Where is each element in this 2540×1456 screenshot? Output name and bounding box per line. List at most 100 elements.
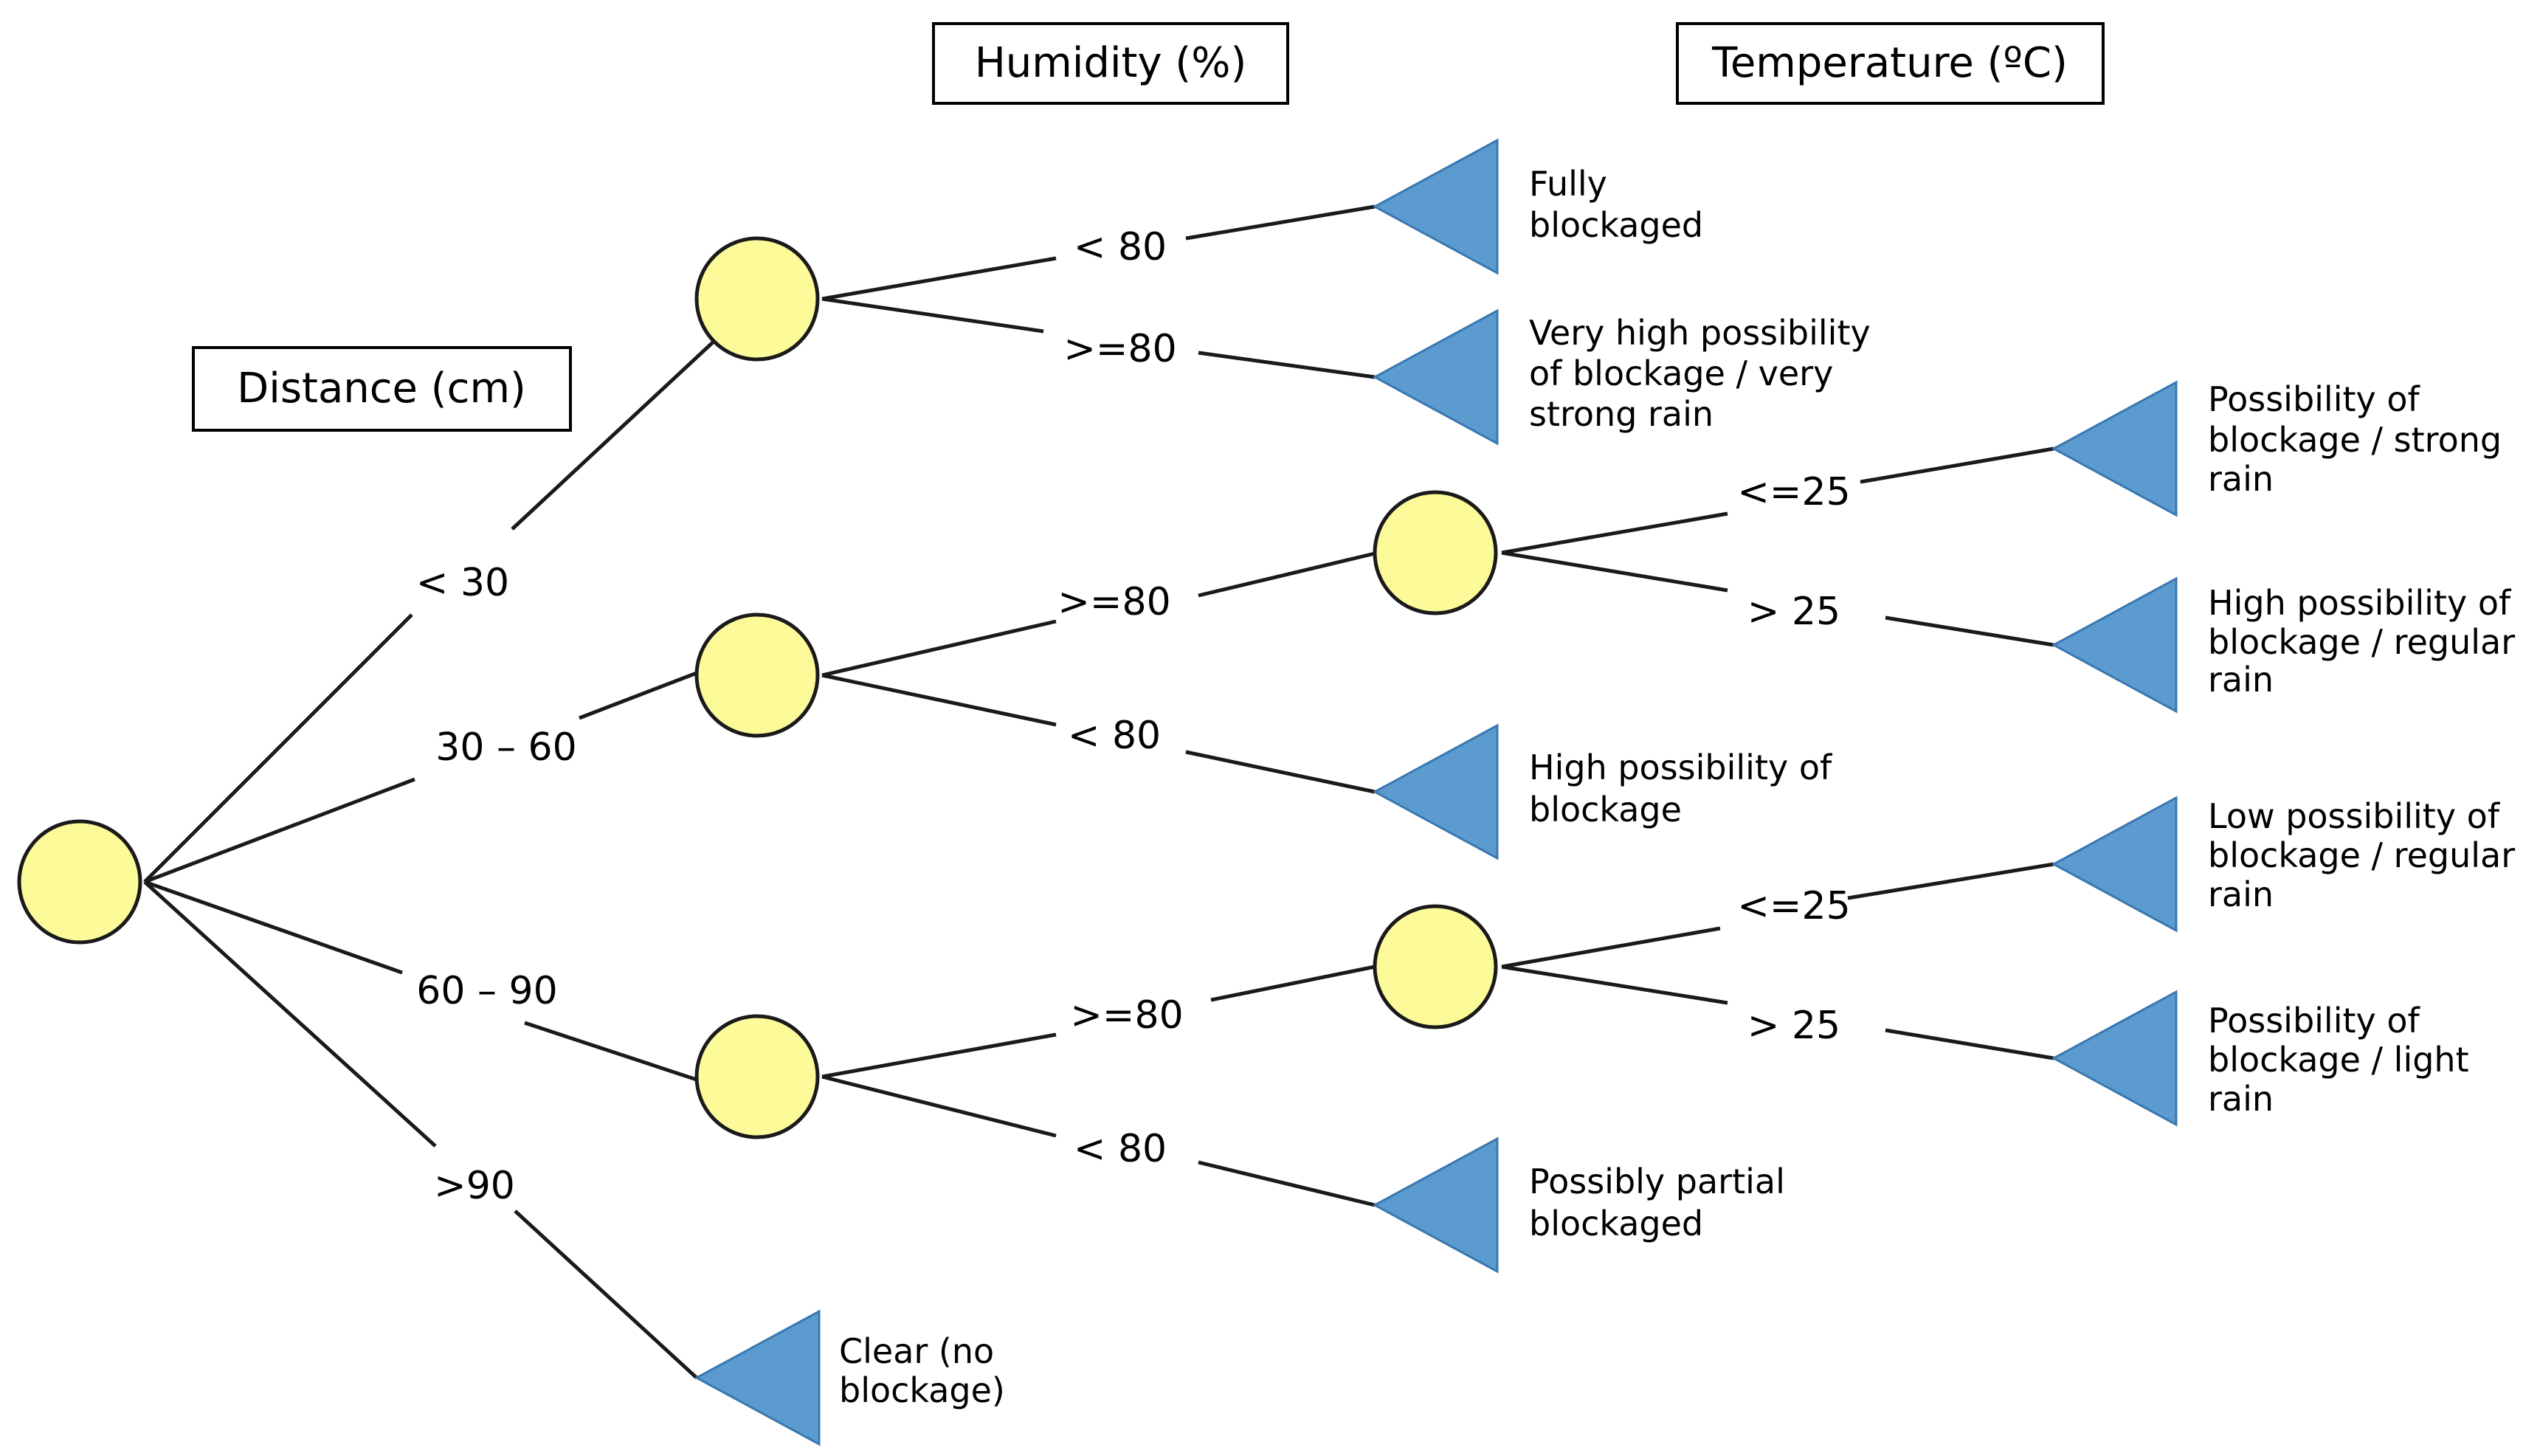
leaf-label-line: rain — [2208, 459, 2274, 499]
header-temperature-label: Temperature (ºC) — [1711, 39, 2068, 87]
leaf-label-line: Clear (no — [839, 1331, 994, 1371]
edge-h3-lt80-a — [821, 1074, 1057, 1138]
leaf-label-line: Low possibility of — [2208, 796, 2501, 836]
edge-h1-lt80-b — [1185, 204, 1376, 241]
edge-t1-gt25-a — [1501, 551, 1728, 593]
edge-label-t2-gt25: > 25 — [1747, 1004, 1840, 1048]
leaf-triangle-clear — [694, 1309, 821, 1446]
leaf-label-line: strong rain — [1529, 394, 1714, 434]
header-distance: Distance (cm) — [192, 346, 572, 432]
humidity-node-1 — [694, 236, 820, 362]
edge-label-dist-30-60: 30 – 60 — [435, 725, 576, 770]
header-temperature: Temperature (ºC) — [1676, 22, 2105, 105]
edge-h3-lt80-b — [1198, 1160, 1376, 1207]
edge-t2-gt25-b — [1885, 1028, 2054, 1060]
leaf-label-line: rain — [2208, 874, 2274, 914]
edge-h2-ge80-a — [821, 619, 1057, 677]
leaf-label-line: blockage / strong — [2208, 420, 2502, 460]
edge-t2-gt25-a — [1501, 965, 1728, 1005]
edge-label-h2-ge80: >=80 — [1057, 580, 1170, 624]
leaf-label-possibility-strong: Possibility of blockage / strong rain — [2208, 379, 2513, 499]
leaf-triangle-fully-blockaged — [1372, 138, 1499, 275]
leaf-triangle-high-regular — [2051, 576, 2178, 714]
edge-root-lt30-b — [511, 339, 716, 531]
edge-root-lt30-a — [143, 613, 413, 883]
edge-h3-ge80-a — [821, 1032, 1057, 1079]
edge-h1-ge80-b — [1198, 351, 1376, 379]
edge-label-h2-lt80: < 80 — [1068, 714, 1161, 758]
edge-label-t1-gt25: > 25 — [1747, 590, 1840, 634]
edge-label-t2-le25: <=25 — [1737, 884, 1850, 928]
humidity-node-3 — [694, 1014, 820, 1139]
edge-label-dist-60-90: 60 – 90 — [416, 969, 557, 1013]
edge-root-30-60-a — [144, 777, 415, 884]
edge-t2-le25-a — [1501, 926, 1721, 969]
edge-label-h3-lt80: < 80 — [1074, 1127, 1167, 1171]
edge-root-gt90-b — [514, 1210, 698, 1379]
edge-label-dist-gt90: >90 — [434, 1164, 515, 1208]
leaf-label-line: rain — [2208, 660, 2274, 700]
edge-root-gt90-a — [143, 880, 437, 1148]
leaf-label-partial: Possibly partial blockaged — [1529, 1162, 1796, 1243]
decision-nodes — [17, 236, 1498, 1139]
edge-t2-le25-b — [1847, 862, 2054, 900]
leaf-triangle-low-regular — [2051, 796, 2178, 933]
leaf-label-line: Possibly partial — [1529, 1162, 1785, 1201]
leaf-label-clear: Clear (no blockage) — [839, 1331, 1005, 1410]
edge-h3-ge80-b — [1210, 965, 1376, 1002]
header-distance-box — [192, 346, 572, 432]
leaf-label-line: blockaged — [1529, 205, 1703, 245]
edge-label-h3-ge80: >=80 — [1070, 993, 1183, 1038]
leaf-triangle-partial — [1372, 1136, 1499, 1274]
header-humidity: Humidity (%) — [932, 22, 1289, 105]
edge-label-h1-lt80: < 80 — [1074, 225, 1167, 269]
header-humidity-box — [932, 22, 1289, 105]
leaf-label-line: blockaged — [1529, 1204, 1703, 1243]
edge-root-60-90-a — [144, 880, 403, 975]
leaf-triangle-possibility-strong — [2051, 380, 2178, 517]
edge-labels: < 30 30 – 60 60 – 90 >90 < 80 >=80 >=80 … — [416, 225, 1851, 1208]
leaf-label-line: Fully — [1529, 164, 1607, 204]
leaf-label-line: Possibility of — [2208, 379, 2421, 419]
leaf-label-possibility-light: Possibility of blockage / light rain — [2208, 1001, 2479, 1119]
edge-h2-lt80-a — [821, 673, 1057, 727]
leaf-triangle-possibility-light — [2051, 990, 2178, 1127]
header-humidity-label: Humidity (%) — [975, 39, 1247, 87]
edge-root-30-60-b — [579, 671, 697, 720]
leaf-label-line: blockage — [1529, 790, 1682, 829]
leaf-label-low-regular: Low possibility of blockage / regular ra… — [2208, 796, 2526, 914]
edge-label-dist-lt30: < 30 — [416, 561, 509, 605]
leaf-label-fully-blockaged: Fully blockaged — [1529, 164, 1703, 245]
edge-root-60-90-b — [524, 1021, 697, 1082]
edge-h1-ge80-a — [821, 297, 1044, 334]
leaf-label-high-regular: High possibility of blockage / regular r… — [2208, 583, 2526, 700]
leaf-label-line: High possibility of — [2208, 583, 2512, 623]
header-distance-label: Distance (cm) — [237, 365, 526, 413]
leaf-label-line: rain — [2208, 1079, 2274, 1119]
edge-h1-lt80-a — [821, 256, 1057, 301]
leaf-triangle-high-possibility — [1372, 723, 1499, 860]
leaf-label-very-high: Very high possibility of blockage / very… — [1529, 313, 1881, 434]
leaf-label-line: blockage / regular — [2208, 835, 2515, 875]
temperature-node-2 — [1373, 904, 1498, 1029]
edge-t1-le25-b — [1860, 446, 2054, 484]
tree-edges — [143, 204, 2054, 1379]
temperature-node-1 — [1373, 490, 1498, 615]
leaf-triangle-very-high — [1372, 308, 1499, 446]
leaf-label-line: blockage / regular — [2208, 622, 2515, 662]
leaf-label-high-possibility: High possibility of blockage — [1529, 748, 1843, 829]
leaf-label-line: Possibility of — [2208, 1001, 2421, 1041]
edge-t1-gt25-b — [1885, 615, 2054, 647]
edge-label-h1-ge80: >=80 — [1063, 327, 1176, 371]
humidity-node-2 — [694, 613, 820, 738]
leaf-label-line: of blockage / very — [1529, 353, 1833, 393]
leaf-labels: Fully blockaged Very high possibility of… — [839, 164, 2526, 1410]
leaf-label-line: High possibility of — [1529, 748, 1833, 787]
leaf-label-line: blockage / light — [2208, 1040, 2469, 1080]
leaf-nodes — [694, 138, 2178, 1446]
header-temperature-box — [1676, 22, 2105, 105]
leaf-label-line: Very high possibility — [1529, 313, 1871, 353]
edge-t1-le25-a — [1501, 511, 1728, 555]
edge-h2-ge80-b — [1198, 551, 1376, 598]
edge-label-t1-le25: <=25 — [1737, 470, 1850, 514]
